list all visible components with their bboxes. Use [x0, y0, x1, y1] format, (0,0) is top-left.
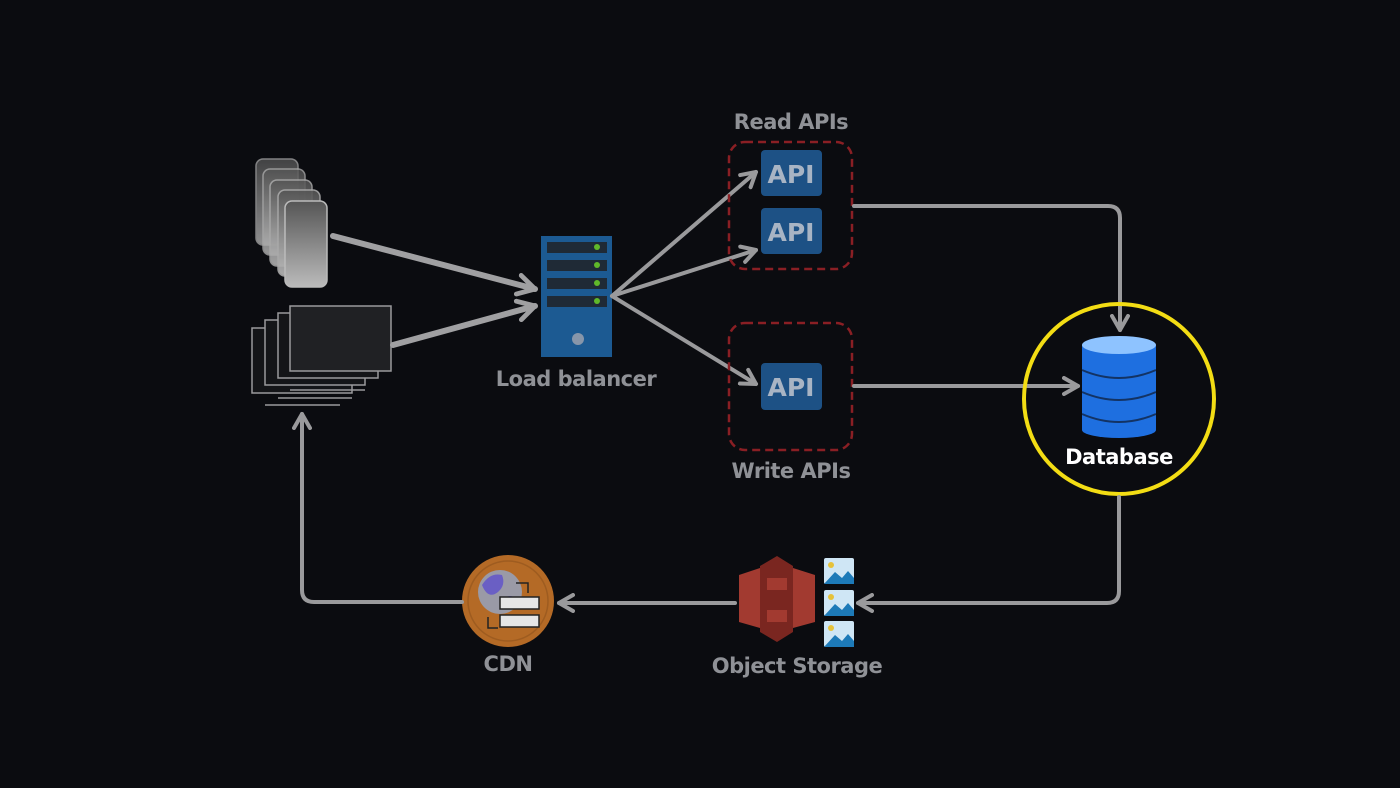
read-apis-group: [727, 140, 854, 271]
load-balancer-server-icon: [541, 236, 612, 357]
arrow-mobile-to-lb: [330, 233, 538, 297]
load-balancer-label: Load balancer: [496, 367, 658, 391]
cdn-icon: [462, 555, 554, 647]
api-label: API: [768, 218, 815, 247]
object-storage-icon: [739, 556, 815, 642]
read-api-1: API: [761, 150, 822, 196]
write-apis-group: [727, 321, 854, 452]
api-label: API: [768, 160, 815, 189]
arrow-cdn-to-clients: [292, 412, 464, 604]
read-apis-label: Read APIs: [734, 110, 848, 134]
arrow-read-apis-to-db: [852, 204, 1130, 332]
database-highlight-ring: [1022, 302, 1216, 496]
arrow-lb-to-write-api: [610, 294, 758, 386]
arrow-desktop-to-lb: [390, 298, 538, 348]
read-api-2: API: [761, 208, 822, 254]
object-storage-label: Object Storage: [712, 654, 883, 678]
arrow-lb-to-read-api-2: [610, 244, 758, 298]
api-label: API: [768, 373, 815, 402]
desktop-clients-icon: [251, 305, 392, 406]
mobile-clients-icon: [255, 158, 328, 288]
arrow-lb-to-read-api-1: [610, 170, 758, 298]
cdn-label: CDN: [484, 652, 533, 676]
arrow-db-to-object-storage: [856, 495, 1121, 613]
database-icon: [1081, 336, 1157, 438]
write-api: API: [761, 363, 822, 410]
write-apis-label: Write APIs: [732, 459, 851, 483]
database-label: Database: [1065, 445, 1173, 469]
image-files-icon: [824, 558, 854, 647]
